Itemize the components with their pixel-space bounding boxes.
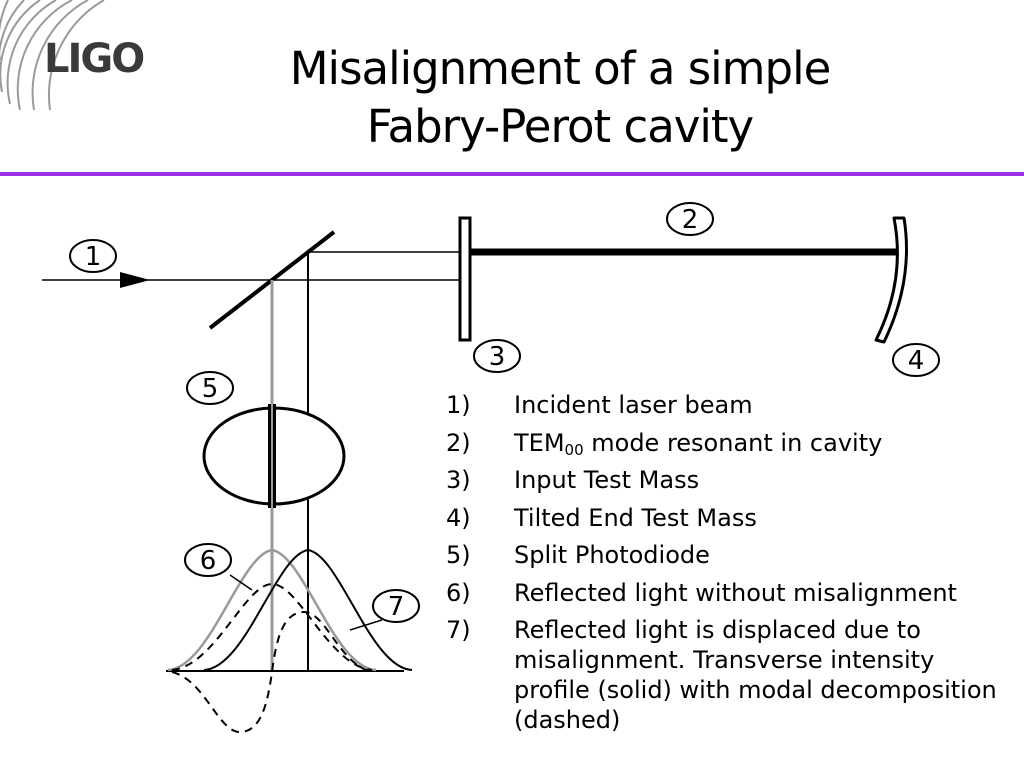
legend-text: TEM00 mode resonant in cavity	[514, 428, 1006, 458]
legend-item: 3) Input Test Mass	[446, 465, 1006, 495]
legend-item: 4) Tilted End Test Mass	[446, 503, 1006, 533]
legend-text-post: mode resonant in cavity	[583, 428, 883, 457]
callout-5: 5	[186, 371, 234, 405]
profile-aligned	[167, 548, 377, 672]
legend-number: 3)	[446, 466, 471, 494]
title-line-1: Misalignment of a simple	[289, 42, 832, 95]
legend-text: Incident laser beam	[514, 391, 753, 419]
legend-text: Split Photodiode	[514, 541, 710, 569]
callout-5-text: 5	[202, 374, 219, 404]
callout-4: 4	[892, 343, 940, 377]
callout-7: 7	[372, 589, 420, 623]
legend-item: 2) TEM00 mode resonant in cavity	[446, 428, 1006, 458]
callout-6-text: 6	[200, 546, 217, 576]
end-test-mass	[874, 216, 908, 344]
legend-number: 7)	[446, 616, 471, 644]
callout-3: 3	[473, 339, 521, 373]
legend-item: 7) Reflected light is displaced due to m…	[446, 615, 1006, 735]
profile-misaligned	[203, 548, 413, 671]
legend-text: Reflected light without misalignment	[514, 578, 957, 607]
incident-beam-arrow	[120, 272, 150, 288]
callout-3-text: 3	[489, 342, 506, 372]
legend-subscript: 00	[564, 440, 584, 459]
callout-2-text: 2	[682, 205, 699, 235]
legend-list: 1) Incident laser beam 2) TEM00 mode res…	[446, 390, 1006, 743]
title-line-2: Fabry-Perot cavity	[366, 100, 754, 153]
callout-4-text: 4	[908, 346, 925, 376]
legend-item: 6) Reflected light without misalignment	[446, 578, 1006, 608]
callout-1: 1	[69, 239, 117, 273]
legend-number: 1)	[446, 391, 471, 419]
legend-text-pre: TEM	[514, 428, 565, 457]
page-title: Misalignment of a simple Fabry-Perot cav…	[230, 40, 890, 156]
legend-item: 1) Incident laser beam	[446, 390, 1006, 420]
callout-7-text: 7	[388, 592, 405, 622]
legend-number: 5)	[446, 541, 471, 569]
leader-7	[349, 619, 383, 631]
legend-text: Reflected light is displaced due to misa…	[514, 616, 997, 734]
callout-2: 2	[666, 202, 714, 236]
legend-number: 6)	[446, 578, 471, 607]
legend-text: Tilted End Test Mass	[514, 503, 757, 532]
legend-number: 2)	[446, 428, 471, 457]
callout-1-text: 1	[85, 242, 102, 272]
title-divider	[0, 172, 1024, 176]
mode-00-dashed	[171, 582, 373, 671]
legend-item: 5) Split Photodiode	[446, 540, 1006, 570]
legend-text: Input Test Mass	[514, 466, 700, 494]
ligo-logo: LIGO	[44, 36, 145, 82]
input-test-mass	[458, 216, 472, 342]
leader-6	[229, 574, 253, 591]
ligo-logo-arcs	[0, 0, 105, 110]
legend-number: 4)	[446, 503, 471, 532]
callout-6: 6	[184, 543, 232, 577]
